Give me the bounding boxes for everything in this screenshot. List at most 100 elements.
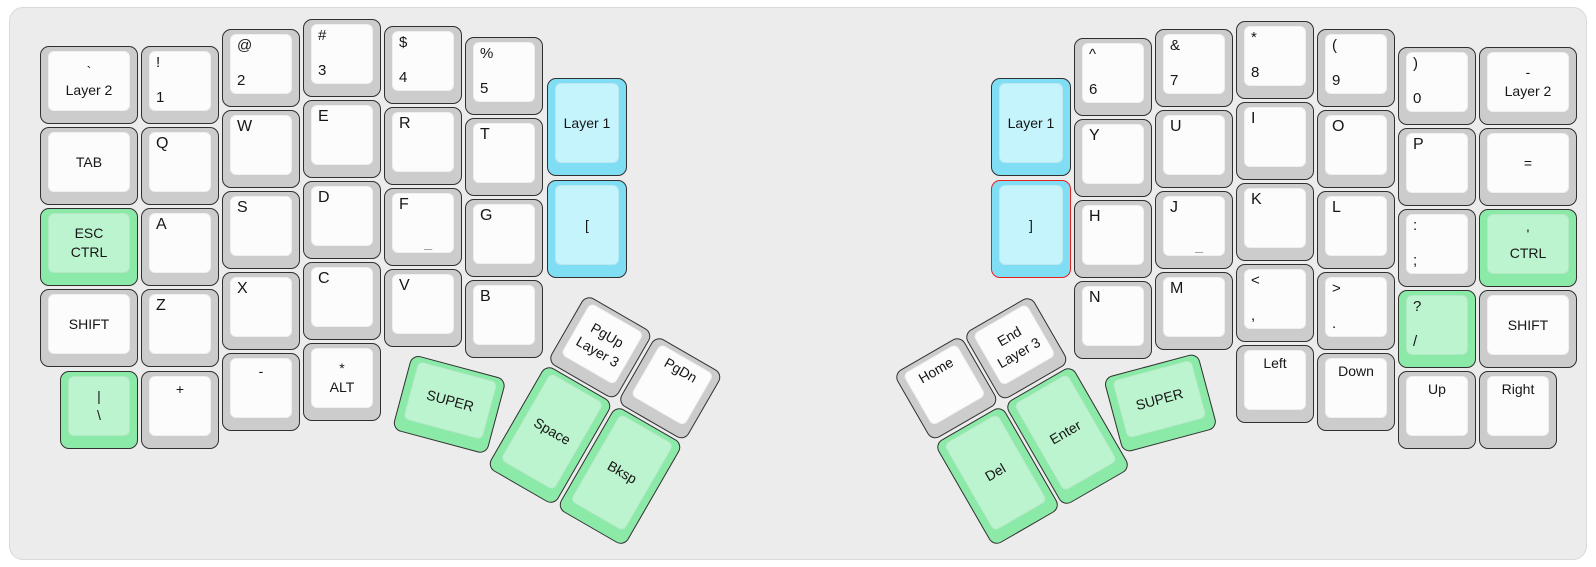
key-dollar-4[interactable]: $4 — [384, 26, 462, 104]
key-q[interactable]: Q — [141, 127, 219, 205]
key-rbracket[interactable]: ] — [991, 180, 1071, 278]
key-lt-comma[interactable]: <, — [1236, 264, 1314, 342]
key-legend: Space — [531, 414, 574, 448]
key-hash-3[interactable]: #3 — [303, 19, 381, 97]
keycap-top: Layer 1 — [999, 83, 1063, 163]
key-quote-ctrl[interactable]: ' CTRL — [1479, 209, 1577, 287]
key-legend: ? — [1413, 298, 1422, 315]
key-i[interactable]: I — [1236, 102, 1314, 180]
key-percent-5[interactable]: %5 — [465, 37, 543, 115]
key-legend: Bksp — [604, 457, 640, 487]
key-legend: ESC — [74, 225, 104, 241]
keycap-top: TAB — [48, 132, 130, 192]
key-legend: P — [1413, 136, 1424, 153]
key-legend: 0 — [1413, 90, 1422, 107]
key-legend: CTRL — [1509, 245, 1547, 261]
key-legend: , — [1251, 307, 1256, 324]
key-o[interactable]: O — [1317, 110, 1395, 188]
key-b[interactable]: B — [465, 280, 543, 358]
key-question-slash[interactable]: ?/ — [1398, 290, 1476, 368]
key-dash-layer2[interactable]: - Layer 2 — [1479, 47, 1577, 125]
key-layer1-left[interactable]: Layer 1 — [547, 78, 627, 176]
key-lparen-9[interactable]: (9 — [1317, 29, 1395, 107]
keycap-top: C — [311, 267, 373, 327]
key-legend: 4 — [399, 69, 408, 86]
key-gt-period[interactable]: >. — [1317, 272, 1395, 350]
keycap-top: ' CTRL — [1487, 214, 1569, 274]
key-f[interactable]: F_ — [384, 188, 462, 266]
key-pipe-backslash[interactable]: |\ — [60, 371, 138, 449]
key-equals[interactable]: = — [1479, 128, 1577, 206]
key-legend: ' — [1526, 226, 1530, 242]
keycap-top: <, — [1244, 269, 1306, 329]
key-legend: SUPER — [1133, 384, 1185, 413]
key-legend: E — [318, 108, 329, 125]
key-r[interactable]: R — [384, 107, 462, 185]
key-v[interactable]: V — [384, 269, 462, 347]
key-exclam-1[interactable]: !1 — [141, 46, 219, 124]
keycap-top: SUPER — [402, 360, 498, 441]
key-legend: S — [237, 199, 248, 216]
key-t[interactable]: T — [465, 118, 543, 196]
key-legend: 1 — [156, 89, 165, 106]
key-legend: # — [318, 27, 327, 44]
key-rparen-0[interactable]: )0 — [1398, 47, 1476, 125]
key-amp-7[interactable]: &7 — [1155, 29, 1233, 107]
keycap-top: &7 — [1163, 34, 1225, 94]
key-left-shift[interactable]: SHIFT — [40, 289, 138, 367]
key-g[interactable]: G — [465, 199, 543, 277]
key-legend: % — [480, 45, 494, 62]
key-caret-6[interactable]: ^6 — [1074, 38, 1152, 116]
keycap-top: H — [1082, 205, 1144, 265]
key-l[interactable]: L — [1317, 191, 1395, 269]
key-legend: Down — [1338, 363, 1374, 379]
key-p[interactable]: P — [1398, 128, 1476, 206]
key-legend: T — [480, 126, 490, 143]
key-e[interactable]: E — [303, 100, 381, 178]
key-star-alt[interactable]: *ALT — [303, 343, 381, 421]
key-at-2[interactable]: @2 — [222, 29, 300, 107]
key-legend: SHIFT — [1507, 316, 1549, 333]
key-legend: O — [1332, 118, 1345, 135]
key-legend: Q — [156, 135, 169, 152]
key-legend: A — [156, 216, 167, 233]
key-u[interactable]: U — [1155, 110, 1233, 188]
key-legend: Layer 2 — [1504, 83, 1552, 99]
key-h[interactable]: H — [1074, 200, 1152, 278]
key-legend: 2 — [237, 72, 246, 89]
key-legend: - — [1525, 64, 1531, 80]
key-c[interactable]: C — [303, 262, 381, 340]
key-a[interactable]: A — [141, 208, 219, 286]
key-colon-semi[interactable]: :; — [1398, 209, 1476, 287]
key-arrow-left[interactable]: Left — [1236, 345, 1314, 423]
key-star-8[interactable]: *8 — [1236, 21, 1314, 99]
key-n[interactable]: N — [1074, 281, 1152, 359]
key-j[interactable]: J_ — [1155, 191, 1233, 269]
key-lbracket[interactable]: [ — [547, 180, 627, 278]
key-arrow-right[interactable]: Right — [1479, 371, 1557, 449]
keycap-top: I — [1244, 107, 1306, 167]
key-w[interactable]: W — [222, 110, 300, 188]
key-grave-layer2[interactable]: `Layer 2 — [40, 46, 138, 124]
key-minus[interactable]: - — [222, 353, 300, 431]
key-m[interactable]: M — [1155, 272, 1233, 350]
key-right-shift[interactable]: SHIFT — [1479, 290, 1577, 368]
key-d[interactable]: D — [303, 181, 381, 259]
key-arrow-down[interactable]: Down — [1317, 353, 1395, 431]
key-layer1-right[interactable]: Layer 1 — [991, 78, 1071, 176]
key-z[interactable]: Z — [141, 289, 219, 367]
key-tab[interactable]: TAB — [40, 127, 138, 205]
keycap-top: Layer 1 — [555, 83, 619, 163]
keycap-top: K — [1244, 188, 1306, 248]
key-x[interactable]: X — [222, 272, 300, 350]
keycap-top: G — [473, 204, 535, 264]
key-s[interactable]: S — [222, 191, 300, 269]
key-arrow-up[interactable]: Up — [1398, 371, 1476, 449]
key-k[interactable]: K — [1236, 183, 1314, 261]
key-y[interactable]: Y — [1074, 119, 1152, 197]
key-plus[interactable]: + — [141, 371, 219, 449]
keycap-top: #3 — [311, 24, 373, 84]
keycap-top: *ALT — [311, 348, 373, 408]
keycap-top: B — [473, 285, 535, 345]
